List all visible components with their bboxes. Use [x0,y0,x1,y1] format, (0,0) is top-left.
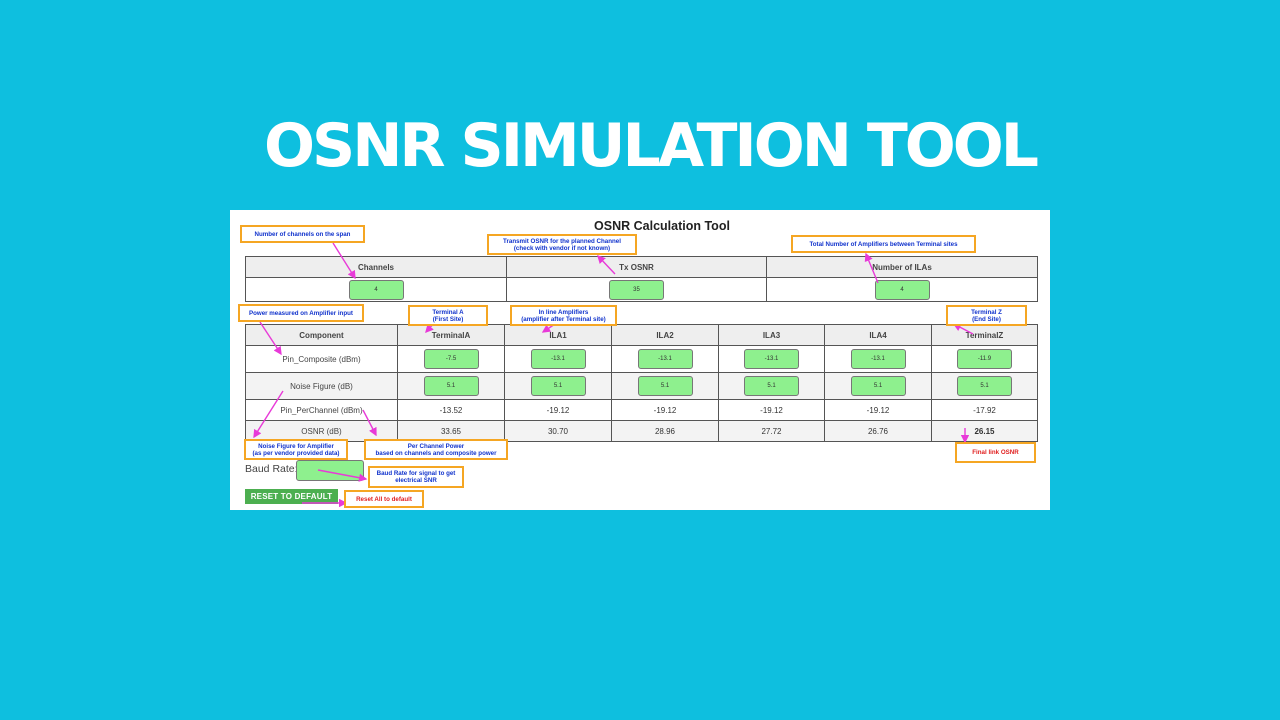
value-input[interactable]: 5.1 [850,376,906,396]
arrow-num-ilas [864,252,879,284]
callout-noise-figure: Noise Figure for Amplifier(as per vendor… [244,439,348,460]
osnr-tool-panel: OSNR Calculation Tool Channels Tx OSNR N… [230,210,1050,510]
callout-reset: Reset All to default [344,490,424,508]
arrow-channels [332,242,356,280]
value-input[interactable]: -13.1 [530,349,586,369]
row-label: Pin_Composite (dBm) [245,345,398,373]
baud-rate-label: Baud Rate: [245,463,298,475]
table-row: Pin_PerChannel (dBm)-13.52-19.12-19.12-1… [245,399,1038,421]
arrow-tx-osnr [597,254,616,275]
header-component: Component [245,324,398,346]
value-input[interactable]: -13.1 [744,349,799,369]
annotation-arrows [253,242,974,508]
tx-osnr-input[interactable]: 35 [609,279,664,300]
value-cell: 27.72 [718,420,825,442]
value-input[interactable]: 5.1 [744,376,799,396]
header-ila3: ILA3 [718,324,825,346]
callout-inline-amps: In line Amplifiers(amplifier after Termi… [510,305,617,326]
value-input[interactable]: -11.9 [957,349,1012,369]
callout-channels: Number of channels on the span [240,225,365,243]
callout-final-osnr: Final link OSNR [955,442,1036,463]
value-input[interactable]: -7.5 [423,349,479,369]
value-cell: 28.96 [611,420,719,442]
header-channels: Channels [245,256,507,278]
channels-input[interactable]: 4 [348,279,404,300]
callout-terminal-a: Terminal A(First Site) [408,305,488,326]
value-input[interactable]: 5.1 [637,376,693,396]
number-of-ilas-input[interactable]: 4 [874,279,930,300]
arrow-noise-figure [253,390,284,439]
callout-terminal-z: Terminal Z(End Site) [946,305,1027,326]
reset-to-default-button[interactable]: RESET TO DEFAULT [245,489,338,504]
value-input[interactable]: 5.1 [423,376,479,396]
arrow-baud [317,469,368,482]
row-label: Noise Figure (dB) [245,372,398,400]
header-ila4: ILA4 [824,324,932,346]
summary-table: Channels Tx OSNR Number of ILAs 4 35 4 [245,256,1038,302]
header-number-of-ilas: Number of ILAs [766,256,1038,278]
arrow-per-channel [362,409,377,437]
tool-title: OSNR Calculation Tool [594,219,730,233]
callout-num-ilas: Total Number of Amplifiers between Termi… [791,235,976,253]
value-cell: 26.15 [931,420,1038,442]
value-input[interactable]: -13.1 [850,349,906,369]
table-row: Pin_Composite (dBm) -7.5 -13.1 -13.1 -13.1 -1… [245,345,1038,373]
table-row: Noise Figure (dB) 5.1 5.1 5.1 5.1 5.1 5.1 [245,372,1038,400]
page-title: OSNR SIMULATION TOOL [263,111,1039,181]
value-input[interactable]: 5.1 [530,376,586,396]
callout-power: Power measured on Amplifier input [238,304,364,322]
arrow-power [259,321,282,356]
header-ila2: ILA2 [611,324,719,346]
header-tx-osnr: Tx OSNR [506,256,767,278]
callout-tx-osnr: Transmit OSNR for the planned Channel(ch… [487,234,637,255]
value-input[interactable]: -13.1 [637,349,693,369]
value-input[interactable]: 5.1 [957,376,1012,396]
